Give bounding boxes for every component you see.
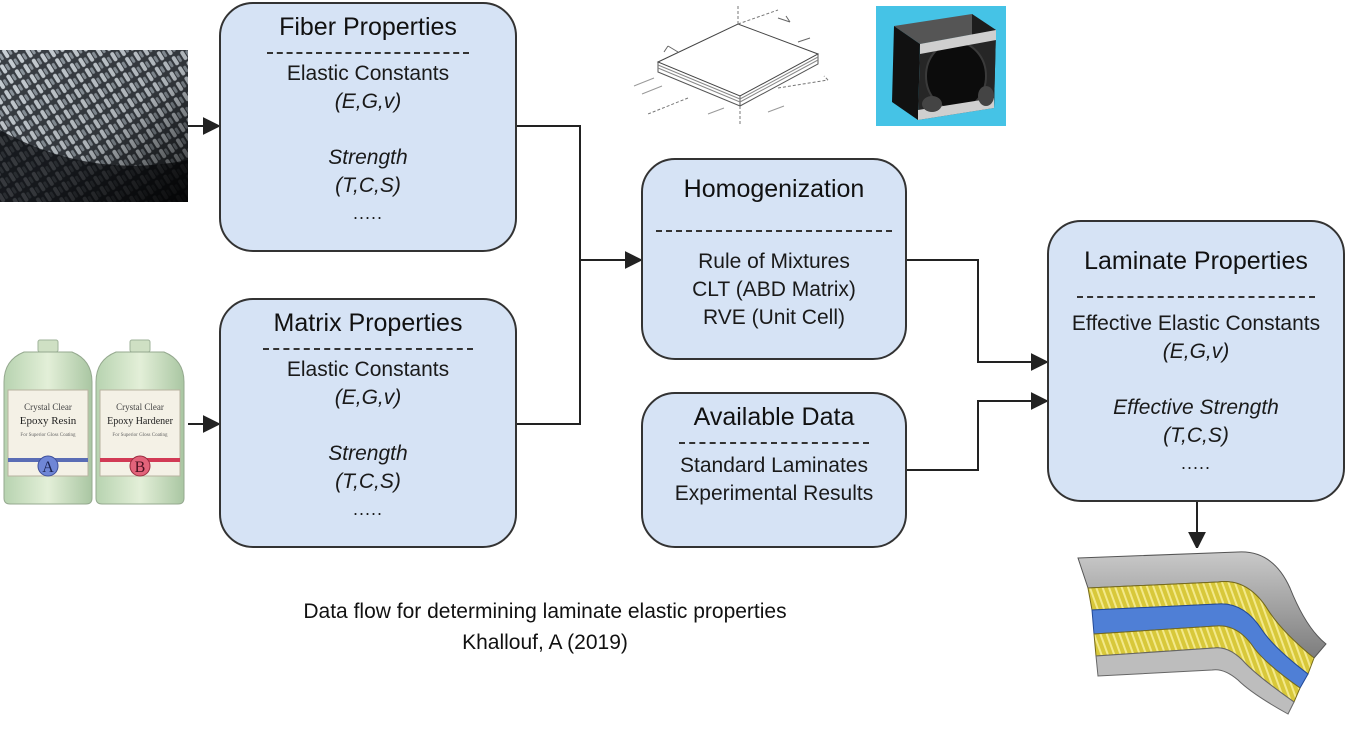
bottle-a-line2: Epoxy Resin	[20, 415, 77, 427]
spacer	[1049, 366, 1343, 394]
fiber-strength-vars: (T,C,S)	[335, 174, 401, 197]
homogenization-box: Homogenization Rule of Mixtures CLT (ABD…	[641, 158, 907, 360]
laminate-structure-image	[1068, 548, 1330, 720]
title-divider	[656, 230, 892, 232]
available-standard-laminates: Standard Laminates	[680, 454, 868, 477]
available-data-title: Available Data	[693, 403, 855, 431]
title-divider	[679, 442, 869, 444]
matrix-strength-vars: (T,C,S)	[335, 470, 401, 493]
epoxy-bottles-image: A Crystal Clear Epoxy Resin For Superior…	[0, 338, 188, 510]
laminate-strength-vars: (T,C,S)	[1163, 424, 1229, 447]
method-rule-of-mixtures: Rule of Mixtures	[698, 250, 850, 273]
bottle-b-line3: For Superior Gloss Coating	[112, 433, 168, 438]
laminate-elastic-label: Effective Elastic Constants	[1071, 312, 1321, 335]
matrix-elastic-label: Elastic Constants	[286, 358, 450, 381]
matrix-elastic-vars: (E,G,v)	[334, 386, 402, 409]
bottle-b-line1: Crystal Clear	[116, 402, 164, 412]
figure-caption: Data flow for determining laminate elast…	[200, 596, 890, 658]
caption-title: Data flow for determining laminate elast…	[303, 600, 787, 623]
method-rve-unit-cell: RVE (Unit Cell)	[703, 306, 845, 329]
fiber-elastic-vars: (E,G,v)	[334, 90, 402, 113]
laminate-more-ellipsis: .....	[1180, 453, 1211, 473]
clt-plate-sketch-image	[628, 2, 842, 130]
fiber-properties-box: Fiber Properties Elastic Constants (E,G,…	[219, 2, 517, 252]
available-data-box: Available Data Standard Laminates Experi…	[641, 392, 907, 548]
homogenization-title: Homogenization	[683, 175, 865, 203]
rve-unit-cell-image	[876, 6, 1006, 126]
title-divider	[263, 348, 473, 350]
bottle-a-line1: Crystal Clear	[24, 402, 72, 412]
title-divider	[267, 52, 469, 54]
arrow-available-to-laminate	[907, 392, 1049, 471]
matrix-strength-label: Strength	[328, 442, 408, 465]
bottle-b-line2: Epoxy Hardener	[107, 416, 173, 427]
matrix-more-ellipsis: .....	[352, 499, 383, 519]
fiber-properties-title: Fiber Properties	[279, 13, 457, 41]
connector-matrix-to-homogenization	[517, 260, 581, 425]
method-clt-abd-matrix: CLT (ABD Matrix)	[692, 278, 856, 301]
matrix-properties-box: Matrix Properties Elastic Constants (E,G…	[219, 298, 517, 548]
fiber-fabric-image	[0, 50, 188, 202]
laminate-properties-title: Laminate Properties	[1084, 247, 1308, 275]
laminate-properties-box: Laminate Properties Effective Elastic Co…	[1047, 220, 1345, 502]
laminate-elastic-vars: (E,G,v)	[1162, 340, 1230, 363]
spacer	[221, 116, 515, 144]
title-divider	[1077, 296, 1315, 298]
available-experimental-results: Experimental Results	[674, 482, 874, 505]
bottle-a-letter: A	[42, 459, 54, 476]
matrix-properties-title: Matrix Properties	[273, 309, 463, 337]
spacer	[221, 412, 515, 440]
fiber-elastic-label: Elastic Constants	[286, 62, 450, 85]
bottle-a-line3: For Superior Gloss Coating	[20, 433, 76, 438]
laminate-strength-label: Effective Strength	[1113, 396, 1279, 419]
bottle-b-letter: B	[135, 459, 146, 476]
fiber-strength-label: Strength	[328, 146, 408, 169]
fiber-more-ellipsis: .....	[352, 203, 383, 223]
caption-citation: Khallouf, A (2019)	[462, 631, 628, 654]
arrow-homogenization-to-laminate	[907, 259, 1049, 371]
connector-fiber-to-homogenization	[517, 125, 581, 260]
